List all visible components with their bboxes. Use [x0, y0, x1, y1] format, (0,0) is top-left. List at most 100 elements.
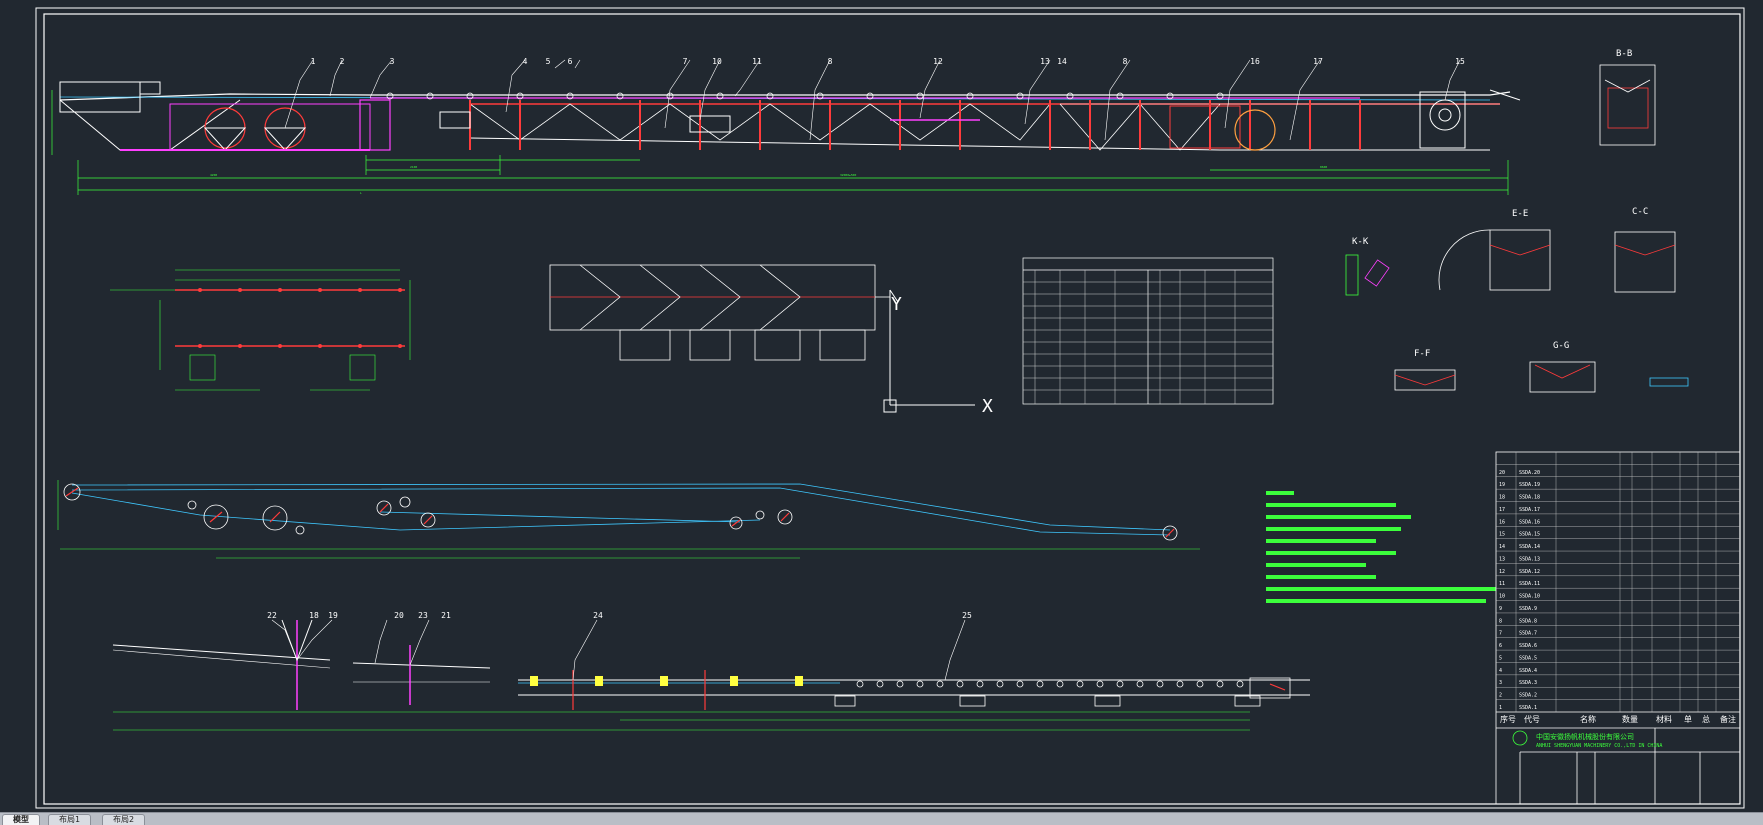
balloon-20: 20: [394, 611, 404, 620]
balloon-6: 6: [568, 57, 573, 66]
svg-text:32000±500: 32000±500: [840, 173, 856, 177]
bom-header-cell: 总: [1702, 714, 1710, 724]
bom-header-cell: 单: [1684, 714, 1692, 724]
bom-row-number: 10: [1499, 594, 1505, 600]
bom-row-code: SSDA.4: [1519, 668, 1537, 674]
bom-row-code: SSDA.1: [1519, 705, 1537, 711]
balloon-19: 19: [328, 611, 338, 620]
bom-header-cell: 材料: [1656, 714, 1672, 724]
bom-row-number: 18: [1499, 495, 1505, 501]
company-name-en: ANHUI SHENGYUAN MACHINERY CO.,LTD IN CHI…: [1536, 743, 1662, 749]
company-name-cn: 中国安徽扬帆机械股份有限公司: [1536, 732, 1634, 741]
svg-text:L: L: [360, 191, 362, 195]
balloon-5: 5: [546, 57, 551, 66]
bom-row-code: SSDA.12: [1519, 569, 1540, 575]
bom-row-code: SSDA.11: [1519, 581, 1540, 587]
parameter-table: [1022, 257, 1274, 405]
balloon-1: 1: [311, 57, 316, 66]
bom-row-number: 5: [1499, 655, 1502, 661]
bom-row-code: SSDA.14: [1519, 544, 1540, 550]
plan-detail-left: [110, 269, 411, 391]
technical-notes: [1266, 491, 1496, 603]
balloon-25: 25: [962, 611, 972, 620]
balloon-4: 4: [523, 57, 528, 66]
balloon-21: 21: [441, 611, 451, 620]
balloon-14: 14: [1057, 57, 1067, 66]
plan-view-center: [549, 264, 890, 361]
bom-row-code: SSDA.2: [1519, 693, 1537, 699]
svg-text:8600: 8600: [1320, 165, 1327, 169]
bom-row-code: SSDA.13: [1519, 556, 1540, 562]
balloon-15: 15: [1455, 57, 1465, 66]
bom-row-number: 11: [1499, 581, 1505, 587]
balloon-3: 3: [390, 57, 395, 66]
bom-row-code: SSDA.15: [1519, 532, 1540, 538]
bom-row-code: SSDA.10: [1519, 594, 1540, 600]
bom-row-code: SSDA.5: [1519, 655, 1537, 661]
bom-row-number: 8: [1499, 618, 1502, 624]
bom-row-code: SSDA.7: [1519, 631, 1537, 637]
bom-row-number: 19: [1499, 482, 1505, 488]
bom-row-number: 17: [1499, 507, 1505, 513]
bom-row-number: 6: [1499, 643, 1502, 649]
ucs-y-label: Y: [891, 294, 902, 315]
bom-header-cell: 代号: [1524, 714, 1540, 724]
ucs-icon: [883, 289, 975, 413]
balloon-8: 8: [828, 57, 833, 66]
bom-row-number: 4: [1499, 668, 1502, 674]
balloon-8: 8: [1123, 57, 1128, 66]
tab-model[interactable]: 模型: [2, 814, 40, 825]
tab-layout1[interactable]: 布局1: [48, 814, 92, 825]
section-views: [1345, 64, 1689, 393]
bom-row-code: SSDA.8: [1519, 618, 1537, 624]
bom-row-number: 2: [1499, 693, 1502, 699]
bom-row-number: 12: [1499, 569, 1505, 575]
bom-row-code: SSDA.20: [1519, 470, 1540, 476]
balloon-2: 2: [340, 57, 345, 66]
belt-path-diagram: [57, 480, 1200, 559]
bom-row-number: 20: [1499, 470, 1505, 476]
bom-header-cell: 名称: [1580, 714, 1596, 724]
bom-row-number: 9: [1499, 606, 1502, 612]
bom-row-code: SSDA.17: [1519, 507, 1540, 513]
section-label-c-c: C-C: [1632, 207, 1648, 217]
section-label-f-f: F-F: [1414, 349, 1430, 359]
outer-frame: [35, 7, 1745, 809]
bom-header-cell: 序号: [1500, 714, 1516, 724]
layout-tab-bar: 模型 布局1 布局2: [0, 812, 1763, 825]
balloon-23: 23: [418, 611, 428, 620]
bom-row-code: SSDA.18: [1519, 495, 1540, 501]
bom-header: 序号代号名称数量材料单总备注: [1500, 714, 1736, 724]
svg-text:2100: 2100: [410, 165, 417, 169]
bottom-elevation: [112, 619, 1310, 731]
bom-row-code: SSDA.16: [1519, 519, 1540, 525]
bom-row-number: 3: [1499, 680, 1502, 686]
bom-row-code: SSDA.19: [1519, 482, 1540, 488]
bom-row-number: 16: [1499, 519, 1505, 525]
balloon-18: 18: [309, 611, 319, 620]
tab-layout2[interactable]: 布局2: [102, 814, 146, 825]
bom-row-number: 13: [1499, 556, 1505, 562]
section-label-e-e: E-E: [1512, 209, 1528, 219]
ucs-x-label: X: [982, 396, 993, 417]
bom-row-number: 1: [1499, 705, 1502, 711]
section-labels: B-B E-E C-C K-K F-F G-G: [1352, 49, 1648, 359]
balloon-7: 7: [683, 57, 688, 66]
bom-row-number: 15: [1499, 532, 1505, 538]
bom-row-code: SSDA.6: [1519, 643, 1537, 649]
svg-text:4200: 4200: [210, 173, 217, 177]
bill-of-materials: [1495, 451, 1741, 805]
section-label-k-k: K-K: [1352, 237, 1369, 247]
section-label-b-b: B-B: [1616, 49, 1632, 59]
balloon-10: 10: [712, 57, 722, 66]
bom-row-code: SSDA.9: [1519, 606, 1537, 612]
balloon-17: 17: [1313, 57, 1323, 66]
inner-frame: [43, 13, 1741, 805]
balloon-22: 22: [267, 611, 277, 620]
